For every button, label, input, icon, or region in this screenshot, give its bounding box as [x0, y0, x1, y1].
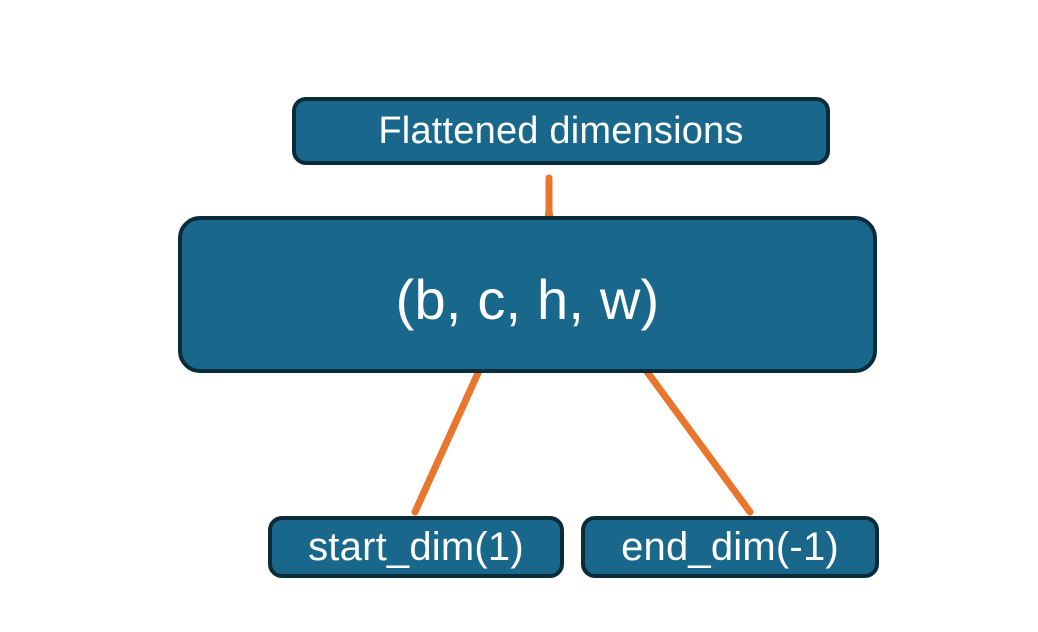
node-tensor-shape-tuple[interactable]: (b, c, h, w): [178, 216, 877, 373]
node-tensor-shape-tuple-label: (b, c, h, w): [395, 268, 660, 331]
node-start-dim[interactable]: start_dim(1): [268, 516, 564, 578]
node-start-dim-label: start_dim(1): [308, 525, 524, 569]
node-end-dim-label: end_dim(-1): [621, 525, 839, 569]
node-flattened-dimensions-label: Flattened dimensions: [378, 110, 744, 152]
node-flattened-dimensions[interactable]: Flattened dimensions: [292, 97, 830, 165]
node-end-dim[interactable]: end_dim(-1): [581, 516, 879, 578]
